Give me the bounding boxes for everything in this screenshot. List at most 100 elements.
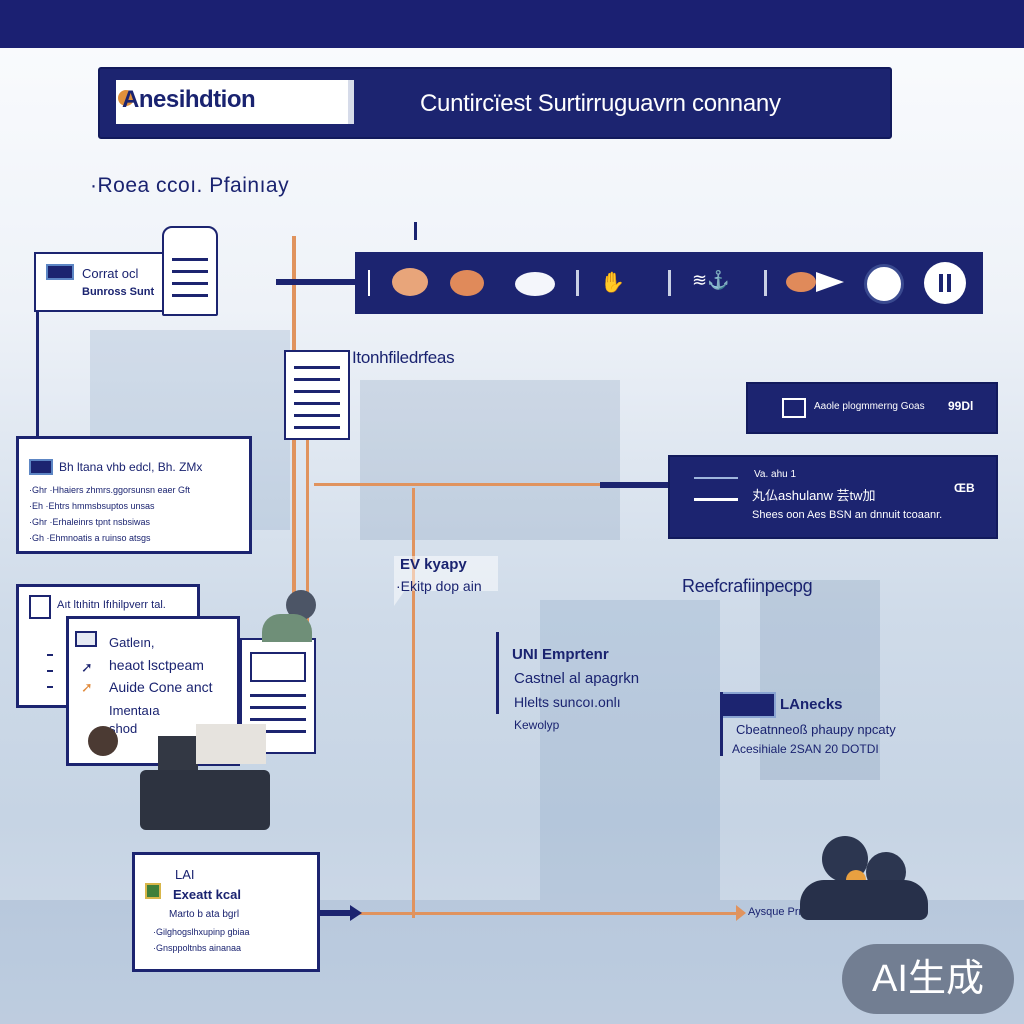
info-card-left-line: ·Ghr ·Erhaleinrs tpnt nsbsiwas bbox=[29, 517, 151, 527]
dark-detail-box[interactable]: Va. ahu 1 丸仏ashulanw 芸tw加 Shees oon Aes … bbox=[668, 455, 998, 539]
dark-detail-line-3: Shees oon Aes BSN an dnnuit tcoaanr. bbox=[752, 509, 943, 521]
person-body bbox=[262, 614, 312, 642]
bottom-card-line: ·Gilghogslhxupinp gbiaa bbox=[153, 927, 250, 937]
background-building bbox=[540, 600, 720, 900]
pause-bar bbox=[939, 274, 943, 292]
fish-icon[interactable] bbox=[786, 272, 816, 292]
bullet bbox=[47, 649, 59, 659]
panel-icon bbox=[75, 631, 97, 647]
info-card-left-line: ·Gh ·Ehmnoatis a ruinso atsgs bbox=[29, 533, 151, 543]
id-card-icon bbox=[46, 264, 74, 280]
document-tag-icon bbox=[162, 226, 218, 316]
person-figure bbox=[88, 726, 118, 756]
logo-text: Anesihdtion bbox=[122, 86, 256, 113]
info-card-left[interactable]: Bh ltana vhb edcl, Bh. ZMx ·Ghr ·Hhaiers… bbox=[16, 436, 252, 554]
info-card-left-line: ·Ghr ·Hhaiers zhmrs.ggorsunsn eaer Gft bbox=[29, 485, 191, 495]
right-block-line: LAnecks bbox=[780, 696, 843, 713]
bottom-card-line: Marto b ata bgrl bbox=[169, 909, 240, 920]
person-body bbox=[800, 880, 928, 920]
bullet bbox=[47, 665, 59, 675]
ev-label-2: ·Ekitp dop ain bbox=[396, 578, 482, 594]
pause-bar bbox=[947, 274, 951, 292]
connector-line bbox=[314, 483, 670, 486]
front-card-line: shod bbox=[109, 721, 138, 736]
desk-monitor bbox=[158, 736, 198, 770]
center-block-line: Hlelts suncoı.onlı bbox=[514, 694, 621, 710]
panel-icon bbox=[29, 459, 53, 475]
contact-card[interactable]: Corrat ocl Bunross Sunt bbox=[34, 252, 164, 312]
dark-info-box[interactable]: Aaole plogmmerng Goas 99Dl bbox=[746, 382, 998, 434]
file-stack-label: Itonhfiledrfeas bbox=[352, 348, 455, 367]
food-icon[interactable] bbox=[392, 268, 428, 296]
front-card-line: Gatleın, bbox=[109, 635, 155, 650]
logo-box[interactable] bbox=[116, 80, 354, 124]
hand-icon[interactable]: ✋ bbox=[600, 272, 625, 294]
center-block-line: UNI Emprtenr bbox=[512, 646, 609, 663]
dark-detail-line-1: Va. ahu 1 bbox=[754, 469, 797, 480]
contact-card-title: Corrat ocl bbox=[82, 266, 139, 281]
bullet bbox=[47, 681, 59, 691]
center-block-line: Castnel al apagrkn bbox=[514, 670, 640, 687]
right-block-line: Acesihiale 2SAN 20 DOTDI bbox=[732, 742, 879, 756]
info-card-left-line: ·Eh ·Ehtrs hmmsbsuptos unsas bbox=[29, 501, 155, 511]
green-square-icon bbox=[145, 883, 161, 899]
info-card-left-title: Bh ltana vhb edcl, Bh. ZMx bbox=[59, 460, 203, 474]
toolbar-divider bbox=[764, 270, 767, 296]
ship-icon bbox=[694, 477, 738, 501]
report-header bbox=[250, 652, 306, 682]
connector-line bbox=[276, 279, 356, 285]
logo-mark-icon bbox=[118, 90, 134, 106]
play-icon bbox=[782, 398, 806, 418]
fish-tail bbox=[816, 272, 844, 292]
bottom-card-line: ·Gnsppoltnbs ainanaa bbox=[153, 943, 242, 953]
bread-icon[interactable] bbox=[450, 270, 484, 296]
arrowhead-icon bbox=[736, 905, 746, 921]
stacked-card-back-title: Aıt ltıhitn Ifıhilpverr tal. bbox=[57, 599, 166, 611]
toolbar-divider bbox=[368, 270, 370, 296]
globe-icon[interactable] bbox=[864, 264, 904, 304]
file-stack-icon bbox=[284, 350, 350, 440]
subheading: ·Roea ccoı. Pfainıay bbox=[90, 174, 290, 197]
info-card-bottom[interactable]: LAI Exeatt kcal Marto b ata bgrl ·Gilgho… bbox=[132, 852, 320, 972]
front-card-line: Auide Cone anct bbox=[109, 679, 213, 695]
right-block-line: Cbeatnneoß phaupy npcaty bbox=[736, 722, 896, 737]
disc-icon[interactable] bbox=[515, 272, 555, 296]
header-bar bbox=[98, 67, 892, 139]
arrow-icon: ➚ bbox=[81, 679, 93, 695]
arrowhead-icon bbox=[350, 905, 362, 921]
right-section-label: Reefcrafiinpecpg bbox=[682, 576, 813, 596]
connector-line bbox=[600, 482, 672, 488]
dark-info-box-text: Aaole plogmmerng Goas bbox=[814, 401, 925, 412]
dark-info-box-value: 99Dl bbox=[948, 399, 974, 413]
center-block-line: Kewolyp bbox=[514, 718, 560, 732]
bottom-card-subtitle: Exeatt kcal bbox=[173, 887, 241, 902]
desk-paper bbox=[196, 724, 266, 764]
right-block-icon bbox=[720, 692, 776, 718]
bottom-card-title: LAI bbox=[175, 867, 195, 882]
front-card-line: Imentaıa bbox=[109, 703, 160, 718]
top-bar bbox=[0, 0, 1024, 48]
ev-label-1: EV kyapy bbox=[400, 556, 467, 573]
dark-detail-line-2: 丸仏ashulanw 芸tw加 bbox=[752, 488, 876, 503]
toolbar-divider bbox=[668, 270, 671, 296]
contact-card-line: Bunross Sunt bbox=[82, 286, 155, 298]
dark-detail-value: ŒB bbox=[954, 481, 975, 495]
connector-line bbox=[306, 440, 309, 640]
connector-line bbox=[412, 488, 415, 918]
header-title: Cuntircïest Surtirruguavrn connany bbox=[420, 90, 781, 117]
front-card-line: heaot lsctpeam bbox=[109, 657, 204, 673]
background-building bbox=[760, 580, 880, 780]
toolbar-divider bbox=[576, 270, 579, 296]
tick-mark bbox=[414, 222, 417, 240]
arrow-icon: ➚ bbox=[81, 659, 93, 675]
background-building bbox=[360, 380, 620, 540]
block-marker bbox=[720, 692, 723, 756]
panel-icon bbox=[29, 595, 51, 619]
connector-line bbox=[300, 912, 740, 915]
block-marker bbox=[496, 632, 499, 714]
connector-line bbox=[36, 300, 39, 440]
pause-icon[interactable] bbox=[924, 262, 966, 304]
chart-icon[interactable]: ≋⚓ bbox=[692, 270, 730, 290]
ai-generated-badge: AI生成 bbox=[842, 944, 1014, 1014]
connector-line bbox=[292, 236, 296, 646]
